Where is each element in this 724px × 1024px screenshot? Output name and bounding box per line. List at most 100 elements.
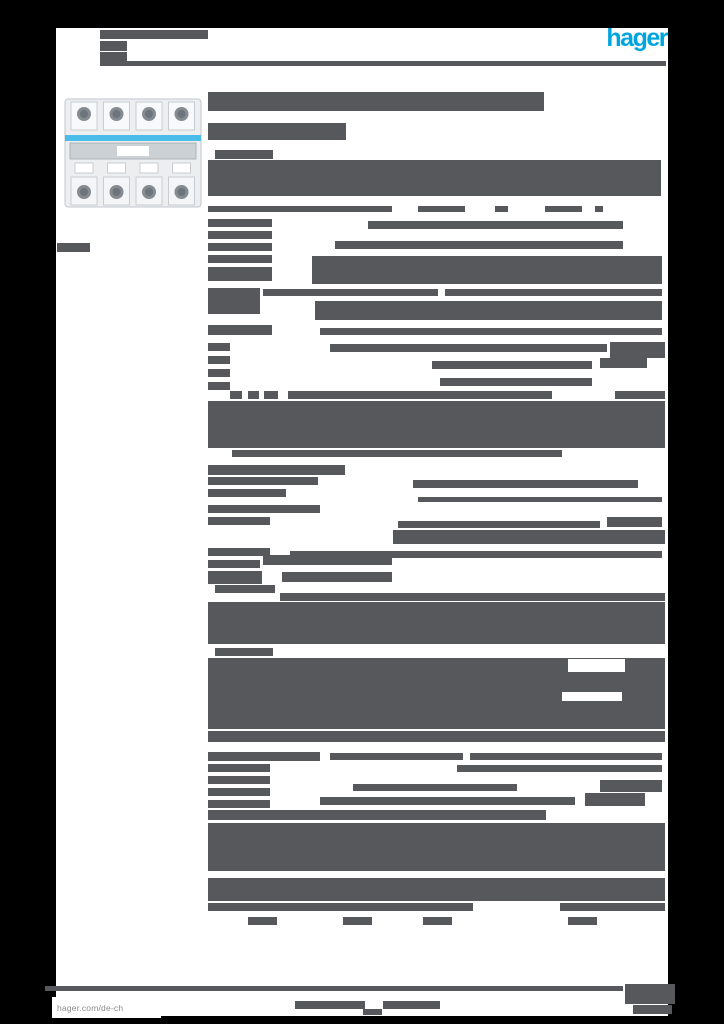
redacted-text-bar (625, 984, 675, 1004)
redacted-text-bar (263, 289, 438, 296)
redacted-text-bar (288, 391, 552, 399)
redacted-text-bar (418, 206, 465, 212)
redacted-text-bar (600, 358, 647, 368)
redacted-text-bar (248, 391, 259, 399)
redacted-text-bar (215, 585, 275, 593)
redacted-text-bar (585, 793, 645, 806)
circuit-breaker-photo (64, 98, 202, 208)
redacted-text-bar (445, 289, 662, 296)
redacted-text-bar (208, 219, 272, 227)
redacted-text-bar (282, 572, 392, 582)
redacted-text-bar (413, 480, 638, 488)
redacted-text-bar (383, 1001, 440, 1009)
redacted-text-bar (312, 256, 662, 284)
redacted-text-bar (208, 810, 546, 820)
redacted-text-bar (208, 465, 345, 475)
redacted-text-bar (208, 505, 320, 513)
redacted-text-bar (263, 555, 392, 565)
redacted-text-bar (208, 325, 272, 335)
redacted-text-bar (330, 344, 607, 352)
redacted-text-bar (363, 1009, 382, 1015)
redacted-text-bar (208, 903, 473, 911)
redacted-text-bar (208, 731, 665, 742)
redacted-text-bar (208, 477, 318, 485)
redacted-text-bar (208, 255, 272, 263)
breaker-top-terminals (70, 101, 195, 131)
redacted-text-bar (208, 206, 392, 212)
redacted-text-bar (100, 61, 666, 66)
redacted-text-bar (208, 823, 665, 871)
redacted-text-bar (607, 517, 662, 527)
redacted-text-bar (432, 361, 592, 369)
redacted-text-bar (440, 378, 592, 386)
redacted-text-bar (208, 489, 286, 497)
redacted-text-bar (208, 382, 230, 390)
redacted-text-bar (208, 243, 272, 251)
redacted-text-bar (398, 521, 600, 528)
redacted-text-bar (353, 784, 517, 791)
redacted-text-bar (418, 497, 662, 502)
redacted-text-bar (208, 369, 230, 377)
redacted-text-bar (208, 517, 270, 525)
footer-link-box[interactable]: hager.com/de-ch (52, 997, 161, 1018)
redacted-text-bar (208, 752, 320, 761)
redacted-text-bar (495, 206, 508, 212)
redacted-text-bar (208, 92, 544, 111)
redacted-text-bar (393, 530, 665, 544)
redacted-text-bar (215, 648, 273, 656)
redacted-text-bar (208, 123, 346, 140)
redacted-text-bar (208, 800, 270, 808)
footer-link-text[interactable]: hager.com/de-ch (57, 1002, 124, 1013)
redacted-text-bar (264, 391, 278, 399)
breaker-toggle-bar (69, 142, 197, 160)
breaker-bottom-terminals (70, 176, 195, 206)
redacted-text-bar (208, 356, 230, 364)
redacted-text-bar (100, 30, 208, 39)
redacted-text-bar (57, 243, 90, 252)
redacted-text-bar (633, 1005, 672, 1014)
breaker-rating-windows (74, 162, 191, 174)
redacted-text-bar (290, 551, 662, 558)
redacted-text-bar (208, 764, 270, 772)
redacted-text-bar (208, 231, 272, 239)
redacted-text-bar (248, 917, 277, 925)
redacted-text-bar (315, 301, 662, 320)
redacted-text-bar (595, 206, 603, 212)
redacted-text-bar (208, 267, 272, 281)
redaction-gap (562, 692, 622, 701)
redacted-text-bar (457, 765, 662, 772)
redacted-text-bar (230, 391, 242, 399)
redacted-text-bar (208, 788, 270, 796)
redacted-text-bar (280, 593, 665, 601)
hager-logo: hager (606, 24, 668, 52)
redacted-text-bar (335, 241, 623, 249)
redacted-text-bar (232, 450, 562, 457)
redacted-text-bar (45, 986, 623, 991)
redacted-text-bar (560, 903, 665, 911)
redacted-text-bar (320, 328, 662, 335)
redacted-text-bar (100, 52, 127, 62)
redacted-text-bar (208, 560, 260, 568)
redacted-text-bar (330, 753, 463, 760)
redacted-text-bar (208, 288, 260, 314)
redacted-text-bar (208, 343, 230, 351)
redacted-text-bar (600, 780, 662, 792)
redacted-text-bar (100, 41, 127, 51)
breaker-blue-stripe (65, 135, 201, 141)
redacted-text-bar (208, 571, 262, 584)
redacted-text-bar (208, 602, 665, 644)
redacted-text-bar (615, 391, 665, 399)
redacted-text-bar (568, 917, 597, 925)
redacted-text-bar (545, 206, 582, 212)
redacted-text-bar (320, 797, 575, 805)
redaction-gap (336, 871, 666, 878)
redacted-text-bar (423, 917, 452, 925)
redacted-text-bar (208, 878, 665, 901)
redacted-text-bar (215, 150, 273, 159)
redacted-text-bar (343, 917, 372, 925)
redacted-text-bar (295, 1001, 365, 1009)
redaction-gap (568, 659, 625, 672)
redacted-text-bar (208, 548, 270, 556)
